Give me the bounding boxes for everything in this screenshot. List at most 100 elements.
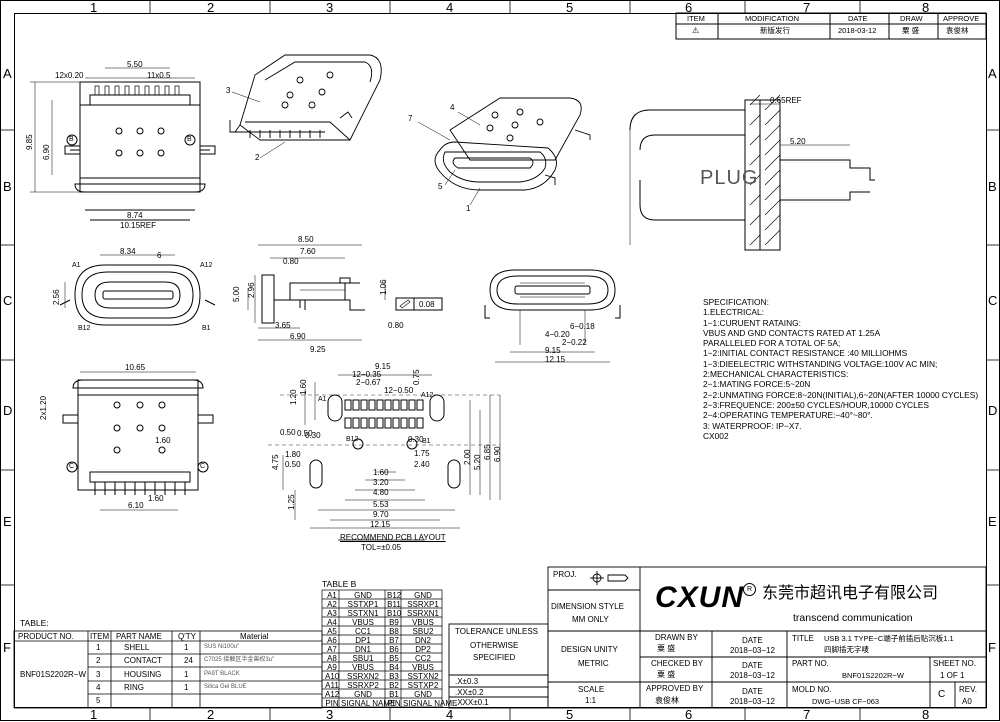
pcb-dim-2-067: 2−0.67: [356, 378, 381, 387]
grid-col-2-bottom: 2: [207, 707, 215, 722]
dim-160-bottom-b: 1.60: [148, 494, 164, 503]
pcb-dim-12-035: 12−0.35: [352, 370, 382, 379]
pcb-dim-970: 9.70: [373, 510, 389, 519]
table-b-cell: B2: [389, 681, 399, 690]
approved-date-label: DATE: [742, 687, 763, 696]
callout-7: 7: [408, 114, 413, 123]
size-value: C: [938, 689, 946, 700]
rev-modification: 新版发行: [760, 26, 790, 35]
dim-106: 1.06: [379, 279, 388, 295]
dim-1015ref: 10.15REF: [120, 221, 157, 230]
dim-6-018: 6−0.18: [570, 322, 595, 331]
dim-760: 7.60: [300, 247, 316, 256]
bom-qty-cell: 24: [184, 656, 193, 666]
spec-line: 1−1:CURUENT RATAING:: [703, 317, 801, 328]
dim-925: 9.25: [310, 345, 326, 354]
company-logo: CXUN: [655, 581, 745, 614]
spec-line: 2−4:OPERATING TEMPERATURE:−40°~80°.: [703, 410, 873, 421]
grid-row-a: A: [3, 66, 12, 81]
revision-table-lines: [675, 12, 987, 40]
bom-item-cell: 3: [96, 669, 101, 679]
callout-1: 1: [466, 204, 471, 213]
mold-no-value: DWG−USB CF−063: [812, 697, 880, 706]
table-b-lines: [321, 589, 443, 708]
datum-label-b1: B: [69, 136, 74, 143]
scale-value: 1:1: [585, 696, 597, 705]
grid-col-1: 1: [90, 0, 98, 15]
rev-value: A0: [962, 697, 972, 706]
tolerance-xx: .XX±0.2: [455, 688, 484, 697]
table-b-cell: B7: [389, 636, 399, 645]
table-b-footer-cell: PIN: [387, 699, 401, 708]
spec-line: 1−2:INITIAL CONTACT RESISTANCE :40 MILLI…: [703, 348, 908, 359]
dimension-style-label: DIMENSION STYLE: [551, 602, 624, 611]
tolerance-title-2: OTHERWISE: [470, 641, 519, 650]
part-no-label: PART NO.: [792, 659, 829, 668]
bom-lines: [13, 630, 323, 709]
table-b-cell: DP1: [355, 636, 371, 645]
checked-by-label: CHECKED BY: [651, 659, 704, 668]
iso-view-back: [229, 54, 382, 159]
pcb-dim-160b: 1.60: [373, 468, 389, 477]
table-b-cell: A3: [327, 609, 337, 618]
specification-block: SPECIFICATION:1.ELECTRICAL:1−1:CURUENT R…: [703, 297, 978, 441]
grid-col-6-bottom: 6: [685, 707, 693, 722]
rev-header-modification: MODIFICATION: [745, 14, 800, 23]
rev-approve: 袁俊林: [946, 26, 969, 35]
table-b-cell: SSTXN2: [407, 672, 439, 681]
grid-row-a-right: A: [988, 66, 997, 81]
inner-border: [14, 13, 987, 708]
mm-only: MM ONLY: [572, 615, 609, 624]
pcb-dim-200: 2.00: [463, 449, 472, 465]
table-b-cell: VBUS: [352, 663, 374, 672]
table-b-cell: B8: [389, 627, 399, 636]
table-b-cell: B11: [387, 600, 401, 609]
grid-col-3: 3: [326, 0, 334, 15]
bom-qty-cell: 1: [184, 669, 189, 679]
pcb-dim-050b: 0.50: [285, 460, 301, 469]
table-b-cell: A10: [325, 672, 340, 681]
pcb-dim-553: 5.53: [373, 500, 389, 509]
dim-850: 8.50: [298, 235, 314, 244]
dim-610: 6.10: [128, 501, 144, 510]
rev-header-item: ITEM: [687, 14, 705, 23]
dim-690-side: 6.90: [290, 332, 306, 341]
bom-header-part: PART NAME: [116, 632, 162, 641]
table-b-cell: B9: [389, 618, 399, 627]
pcb-dim-240: 2.40: [414, 460, 430, 469]
drawn-by-label: DRAWN BY: [655, 633, 698, 642]
table-b-cell: B1: [389, 690, 399, 699]
dim-834: 8.34: [120, 247, 136, 256]
pin-a1-label: A1: [72, 262, 81, 269]
table-b-cell: SSRXN1: [406, 609, 439, 618]
pcb-dim-915: 9.15: [375, 362, 391, 371]
dim-874: 8.74: [127, 211, 143, 220]
metric-value: METRIC: [578, 659, 609, 668]
pin-b1-label: B1: [202, 325, 211, 332]
title-label: TITLE: [792, 634, 814, 643]
grid-col-8-bottom: 8: [922, 707, 930, 722]
grid-row-b: B: [3, 179, 12, 194]
table-b-cell: A2: [327, 600, 337, 609]
dim-1215-front: 12.15: [545, 355, 566, 364]
pcb-pin-b1: B1: [422, 438, 431, 445]
pcb-dim-030a: 0.30: [408, 435, 424, 444]
pcb-dim-320: 3.20: [373, 478, 389, 487]
table-b-cell: VBUS: [412, 663, 434, 672]
table-b-title: TABLE B: [322, 579, 357, 589]
callout-3: 3: [226, 86, 231, 95]
spec-line: VBUS AND GND CONTACTS RATED AT 1.25A: [703, 327, 881, 338]
bom-material-cell: Silica Gel BLUE: [204, 683, 247, 690]
mold-no-label: MOLD NO.: [792, 685, 832, 694]
dim-11x05: 11x0.5: [147, 71, 171, 80]
bom-item-cell: 4: [96, 682, 101, 692]
tolerance-x: .X±0.3: [455, 677, 479, 686]
grid-row-c-right: C: [988, 293, 998, 308]
table-b-cell: VBUS: [412, 618, 434, 627]
spec-line: 3: WATERPROOF: IP−X7.: [703, 420, 802, 431]
bom-header-item: ITEM: [90, 632, 110, 641]
title-block-lines: [448, 566, 987, 709]
bottom-view: [62, 371, 214, 511]
